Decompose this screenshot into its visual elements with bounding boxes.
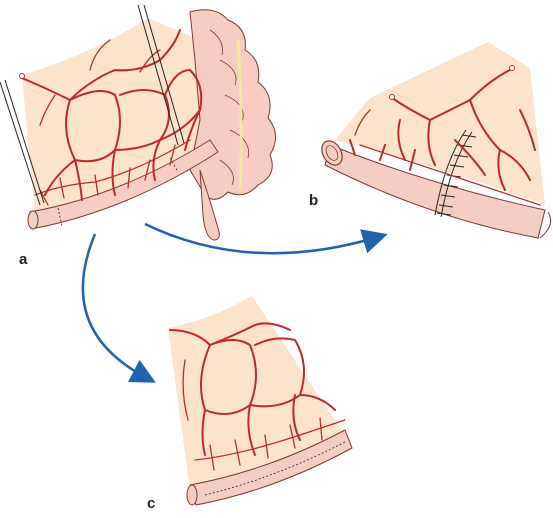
- panel-label-c: c: [147, 495, 156, 512]
- panel-a-vessels: [21, 29, 203, 206]
- panel-b-vessels: [349, 69, 541, 206]
- arrow-a-to-c: [81, 233, 156, 383]
- panel-label-b: b: [309, 192, 319, 209]
- panel-b-vessel-tie: [389, 94, 395, 100]
- panel-a: [0, 4, 276, 241]
- panel-a-colon: [189, 9, 276, 241]
- panel-c: [168, 296, 353, 506]
- panel-b-vessel-tie-2: [509, 65, 515, 71]
- arrows: [81, 222, 388, 383]
- panel-a-vessel-tie: [19, 73, 25, 79]
- panel-label-a: a: [19, 251, 28, 268]
- panel-b: [321, 42, 552, 239]
- panel-b-bowel: [321, 140, 552, 239]
- panel-c-vessels: [169, 322, 346, 471]
- arrow-a-to-b: [144, 222, 388, 255]
- panel-c-bowel: [186, 429, 353, 506]
- panel-b-mesentery: [335, 42, 545, 205]
- panel-a-clamps: [0, 4, 185, 206]
- panel-a-bowel: [27, 139, 219, 230]
